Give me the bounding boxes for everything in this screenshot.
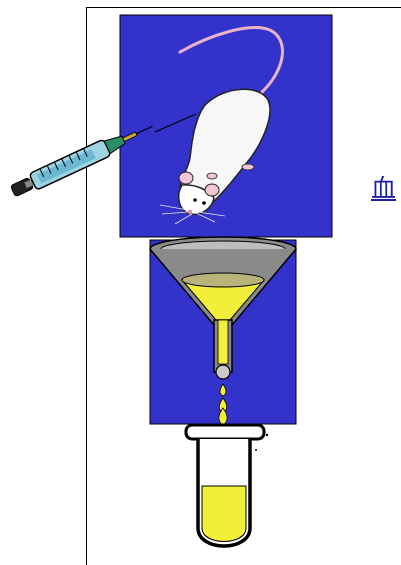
- drop-icon: [219, 384, 227, 425]
- test-tube-icon: [186, 425, 264, 546]
- blood-link[interactable]: 血: [371, 176, 396, 201]
- sparkle-dot: [266, 434, 268, 436]
- sparkle-dot: [255, 449, 257, 451]
